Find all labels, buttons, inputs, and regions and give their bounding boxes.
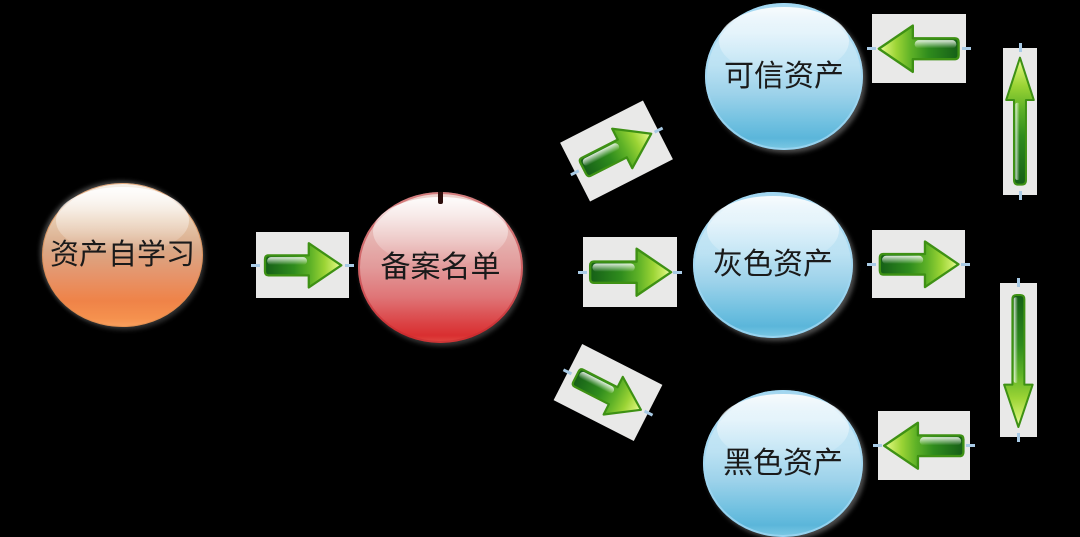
node-trusted-assets: 可信资产 <box>705 3 863 150</box>
arrow-demote-down <box>1000 278 1037 442</box>
node-gray-assets: 灰色资产 <box>693 192 853 338</box>
arrow-right-icon <box>263 241 343 289</box>
arrow-filing-to-black <box>553 344 663 441</box>
node-asset-self-learning-label: 资产自学习 <box>49 238 195 271</box>
stem-mark <box>437 192 443 204</box>
arrow-up-right-icon <box>578 127 653 178</box>
node-asset-self-learning: 资产自学习 <box>42 183 203 327</box>
arrow-right-icon <box>588 247 673 297</box>
node-filing-list-label: 备案名单 <box>380 250 501 284</box>
arrow-left-icon <box>877 24 960 73</box>
node-black-assets: 黑色资产 <box>703 390 863 537</box>
arrow-right-icon <box>878 240 960 288</box>
arrow-left-icon <box>882 421 965 470</box>
arrow-out-of-gray <box>867 230 970 298</box>
arrow-into-trusted <box>867 14 971 83</box>
node-black-assets-label: 黑色资产 <box>723 446 843 480</box>
node-gray-assets-label: 灰色资产 <box>713 248 833 281</box>
node-filing-list: 备案名单 <box>358 192 523 343</box>
arrow-promote-up <box>1003 43 1037 200</box>
arrow-down-right-icon <box>571 367 642 416</box>
node-trusted-assets-label: 可信资产 <box>724 59 844 93</box>
arrow-self-to-filing <box>251 232 354 298</box>
arrow-filing-to-gray <box>578 237 682 307</box>
arrow-filing-to-trusted <box>560 100 673 202</box>
arrow-down-icon <box>1003 294 1034 429</box>
arrow-into-black <box>873 411 975 480</box>
arrow-up-icon <box>1005 56 1035 186</box>
